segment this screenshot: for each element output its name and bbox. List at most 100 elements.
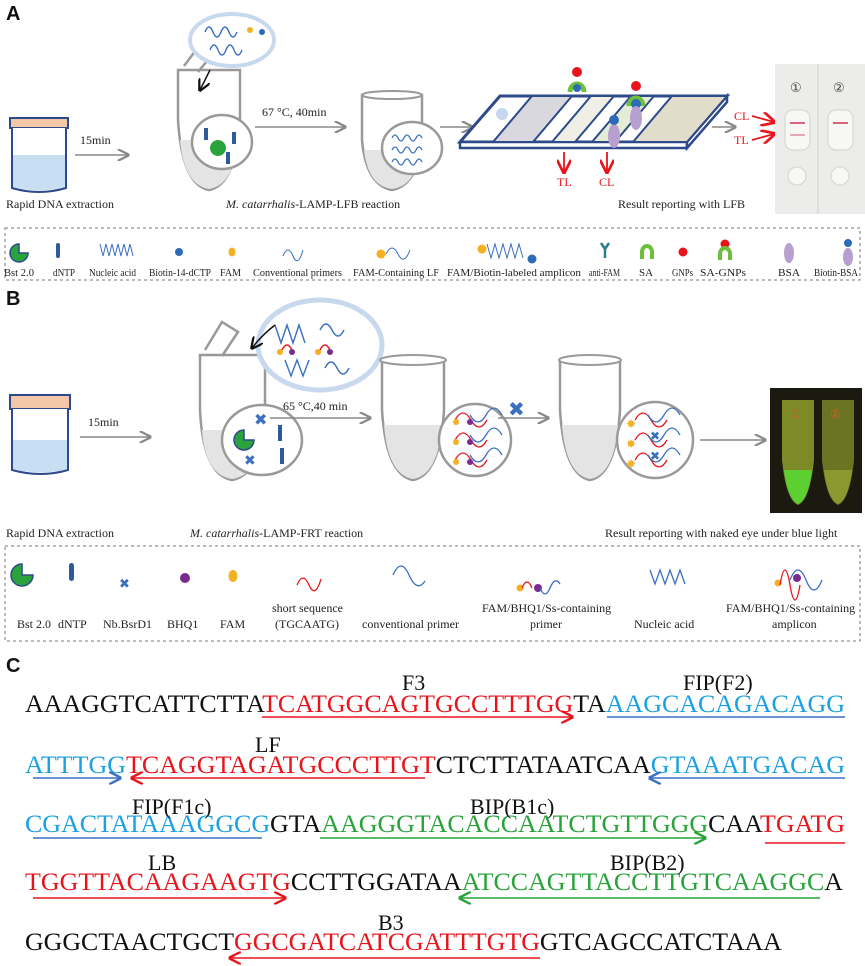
primer-label-fip-f1c: FIP(F1c)	[132, 794, 211, 819]
tube-2-number: ②	[830, 407, 841, 421]
primer-label-fip-f2: FIP(F2)	[683, 670, 753, 695]
primer-label-f3: F3	[402, 670, 425, 695]
legend-label: Biotin-14-dCTP	[149, 268, 211, 279]
photo-tl-label: TL	[734, 133, 749, 147]
strip-tl-label: TL	[557, 175, 572, 189]
legend-label: Conventional primers	[253, 268, 342, 279]
sequence-segment: AAGCACAGACAGG	[606, 691, 845, 718]
svg-text:✖: ✖	[254, 412, 267, 429]
bst-icon	[9, 243, 29, 263]
sequence-segment: CAA	[708, 811, 763, 838]
sequence-segment: GGCGATCATCGATTTGTG	[234, 929, 540, 956]
sequence-segment: AAAGGTCATTCTTA	[25, 691, 265, 718]
legend-label: FAM	[220, 617, 245, 631]
sequence-segment: GGGCTAACTGCT	[25, 929, 234, 956]
sequence-segment: ATTTGG	[25, 752, 126, 779]
legend-label: anti-FAM	[589, 268, 620, 279]
strip-cl-label: CL	[599, 175, 614, 189]
species-name: M. catarrhalis	[225, 197, 295, 211]
step-arrow-2-label: 67 °C, 40min	[262, 105, 326, 119]
strip-2-number: ②	[833, 80, 845, 95]
fam-icon	[228, 247, 236, 257]
legend-label: amplicon	[772, 617, 817, 631]
legend-label: FAM-Containing LF	[353, 268, 439, 279]
strip-1-number: ①	[790, 80, 802, 95]
biotin-bsa-icon	[843, 248, 853, 266]
legend-a-labels: Bst 2.0 dNTP Nucleic acid Biotin-14-dCTP…	[4, 268, 858, 279]
fluorescence-photo: ① ②	[770, 388, 862, 513]
primer-arrows	[33, 717, 845, 958]
nb-bsrd1-icon: ✖	[119, 576, 130, 591]
short-sequence-icon	[296, 577, 322, 592]
svg-text:✸: ✸	[626, 457, 636, 471]
nucleic-acid-icon	[649, 568, 686, 586]
step-arrow-1-label: 15min	[80, 133, 111, 147]
step-label-result-b: Result reporting with naked eye under bl…	[605, 526, 838, 540]
legend-a-icons	[9, 239, 853, 266]
legend-box-a	[4, 227, 861, 281]
nucleic-acid-icon	[99, 243, 134, 257]
svg-text:✸: ✸	[626, 417, 636, 431]
legend-label: dNTP	[53, 268, 75, 279]
step-arrow-1-label-b: 15min	[88, 415, 119, 429]
conventional-primer-icon	[392, 565, 426, 587]
svg-text:✸: ✸	[626, 437, 636, 451]
step-label-reaction-b: M. catarrhalis-LAMP-FRT reaction	[189, 526, 363, 540]
sequence-segment: CGACTATAAAGGCG	[25, 811, 270, 838]
amplicon-bubble	[380, 120, 444, 176]
lfb-strip-photo: ① ②	[775, 64, 865, 214]
legend-label: Nucleic acid	[89, 268, 137, 279]
panel-c-label: C	[6, 655, 20, 677]
amplicon-icon	[527, 254, 537, 264]
primer-label-lb: LB	[148, 850, 176, 875]
gnp-icon	[678, 247, 688, 257]
sequence-segment: ATCCAGTTACCTTGTCAAGGC	[462, 869, 824, 896]
panel-a-label: A	[6, 3, 20, 25]
legend-label: Biotin-BSA	[814, 268, 858, 279]
reaction-name: -LAMP-LFB reaction	[295, 197, 400, 211]
primer-label-lf: LF	[255, 732, 281, 757]
nicking-enzyme-icon: ✖	[508, 399, 525, 421]
ss-primer-icon	[539, 580, 561, 595]
nucleic-acid-bubble	[188, 12, 276, 68]
step-label-result: Result reporting with LFB	[618, 197, 745, 211]
fam-icon	[228, 570, 238, 582]
bhq1-icon	[180, 573, 190, 583]
legend-label: BSA	[778, 268, 800, 279]
anti-fam-icon	[599, 242, 611, 258]
sequence-segment: AAGGGTACACCAATCTGTTGGG	[321, 811, 708, 838]
biotin-icon	[175, 248, 183, 256]
primer-bubble	[255, 297, 385, 393]
legend-label: FAM/Biotin-labeled amplicon	[447, 268, 582, 279]
sequence-segment: GTCAGCCATCTAAA	[540, 929, 782, 956]
primer-label-bip-b1c: BIP(B1c)	[470, 794, 554, 819]
tube-icon	[379, 354, 513, 482]
legend-b-icons: ✖	[10, 563, 823, 601]
sequence-segment: TGGTTACAAGAAGTG	[25, 869, 291, 896]
legend-label: SA	[639, 268, 653, 279]
svg-text:✖: ✖	[244, 454, 256, 469]
step-label-extraction-b: Rapid DNA extraction	[6, 526, 114, 540]
reaction-name: -LAMP-FRT reaction	[259, 526, 363, 540]
legend-label: SA-GNPs	[700, 268, 746, 279]
dntp-icon	[56, 243, 60, 258]
sequence-segment: CTCTTATAATCAA	[436, 752, 651, 779]
sa-gnp-icon	[718, 246, 732, 260]
sa-icon	[640, 244, 654, 259]
species-name: M. catarrhalis	[189, 526, 259, 540]
step-arrow-2-label-b: 65 °C,40 min	[283, 399, 347, 413]
bst-icon	[10, 563, 34, 587]
primer-label-b3: B3	[378, 910, 404, 935]
step-label-reaction: M. catarrhalis-LAMP-LFB reaction	[225, 197, 400, 211]
legend-label: FAM	[220, 268, 242, 279]
legend-b-labels: Bst 2.0 dNTP Nb.BsrD1 BHQ1 FAM short seq…	[17, 601, 855, 631]
tube-1-number: ①	[790, 407, 801, 421]
legend-label: (TGCAATG)	[275, 617, 339, 631]
dntp-icon	[69, 563, 74, 581]
